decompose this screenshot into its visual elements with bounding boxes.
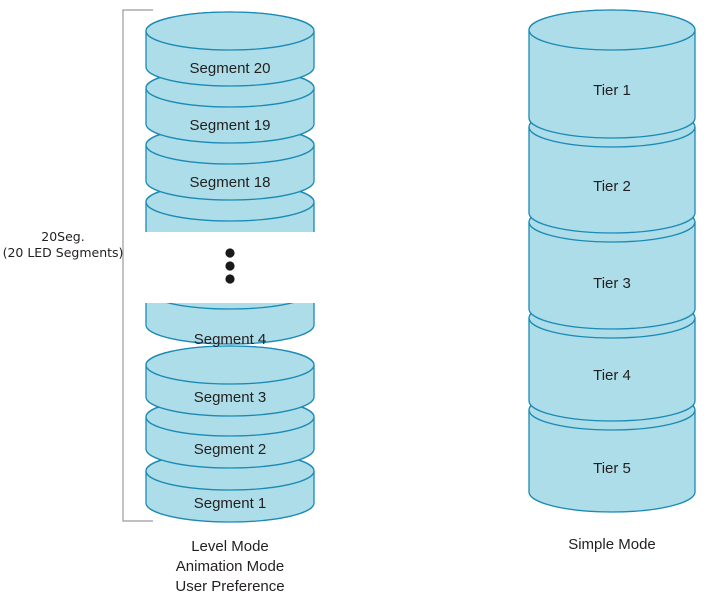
segment-20: Segment 20 (145, 11, 315, 87)
vertical-ellipsis-icon (225, 248, 235, 284)
segment-top (145, 11, 315, 51)
segment-label: Segment 20 (190, 60, 271, 77)
tier-label: Tier 3 (593, 275, 631, 292)
segment-body (145, 303, 315, 345)
tier-1: Tier 1 (528, 9, 696, 139)
bracket-line (122, 9, 153, 522)
segment-label: Segment 19 (190, 117, 271, 134)
tier-top (528, 9, 696, 51)
segment-label: Segment 3 (194, 389, 267, 406)
ellipsis-dot (225, 274, 235, 284)
caption-animation-mode: Animation Mode (175, 558, 285, 575)
left-stack-caption: Level Mode Animation Mode User Preferenc… (130, 537, 330, 597)
tier-top-edge (528, 409, 696, 431)
segment-label: Segment 4 (194, 331, 267, 348)
caption-level-mode: Level Mode (191, 538, 269, 555)
segment-3: Segment 3 (145, 345, 315, 417)
segment-label: Segment 18 (190, 174, 271, 191)
segment-top (145, 345, 315, 385)
tier-top-edge (528, 317, 696, 339)
tier-top-edge (528, 126, 696, 148)
tier-stack: Tier 5 Tier 4 Tier 3 Tier 2 Tier 1 (528, 9, 696, 513)
tier-label: Tier 5 (593, 460, 631, 477)
ellipsis-dot (225, 248, 235, 258)
segment-top (166, 303, 294, 310)
tier-label: Tier 4 (593, 367, 631, 384)
segment-count-bracket (122, 9, 153, 522)
tier-label: Tier 1 (593, 82, 631, 99)
caption-user-preference: User Preference (175, 578, 285, 595)
right-stack-caption: Simple Mode (568, 536, 656, 553)
lower-segments: Segment 1 Segment 2 Segment 3 Segment 4 (145, 303, 315, 523)
tier-5: Tier 5 (528, 389, 696, 513)
ellipsis-dot (225, 261, 235, 271)
segment-count-description: (20 LED Segments) (3, 245, 124, 260)
segment-4: Segment 4 (145, 303, 315, 348)
segment-count-text: 20Seg. (41, 229, 84, 244)
segment-count-label: 20Seg.(20 LED Segments) (3, 229, 124, 260)
segment-label: Segment 1 (194, 495, 267, 512)
segment-label: Segment 2 (194, 441, 267, 458)
upper-segments: Segment 18 Segment 19 Segment 20 (145, 11, 315, 232)
tier-label: Tier 2 (593, 178, 631, 195)
tier-top-edge (528, 221, 696, 243)
